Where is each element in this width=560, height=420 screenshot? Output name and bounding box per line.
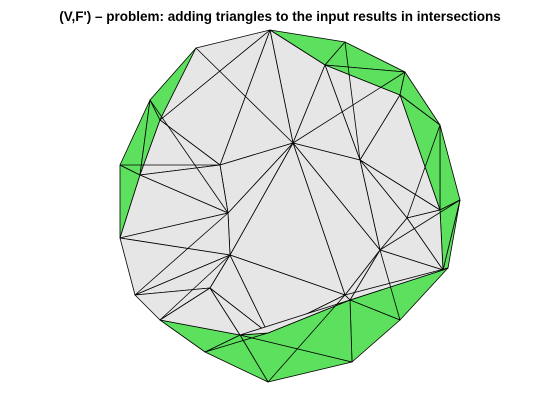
input-triangle-3: [159, 29, 271, 121]
intersecting-edge-9: [379, 249, 401, 321]
intersecting-edge-4: [149, 99, 229, 214]
input-triangle-30: [239, 299, 351, 336]
intersecting-edge-8: [204, 332, 269, 353]
intersecting-edge-1: [292, 71, 406, 144]
intersecting-edge-6: [406, 124, 441, 219]
figure-title: (V,F') – problem: adding triangles to th…: [59, 9, 501, 24]
intersecting-edge-7: [159, 254, 231, 321]
input-triangles: [119, 29, 461, 383]
intersecting-edge-5: [379, 199, 461, 251]
intersecting-edge-12: [134, 212, 229, 296]
intersecting-edge-0: [344, 41, 361, 161]
intersecting-edge-11: [267, 294, 346, 383]
intersecting-edge-10: [344, 267, 449, 296]
added-triangle-4: [439, 124, 461, 211]
intersecting-edge-2: [195, 47, 294, 144]
